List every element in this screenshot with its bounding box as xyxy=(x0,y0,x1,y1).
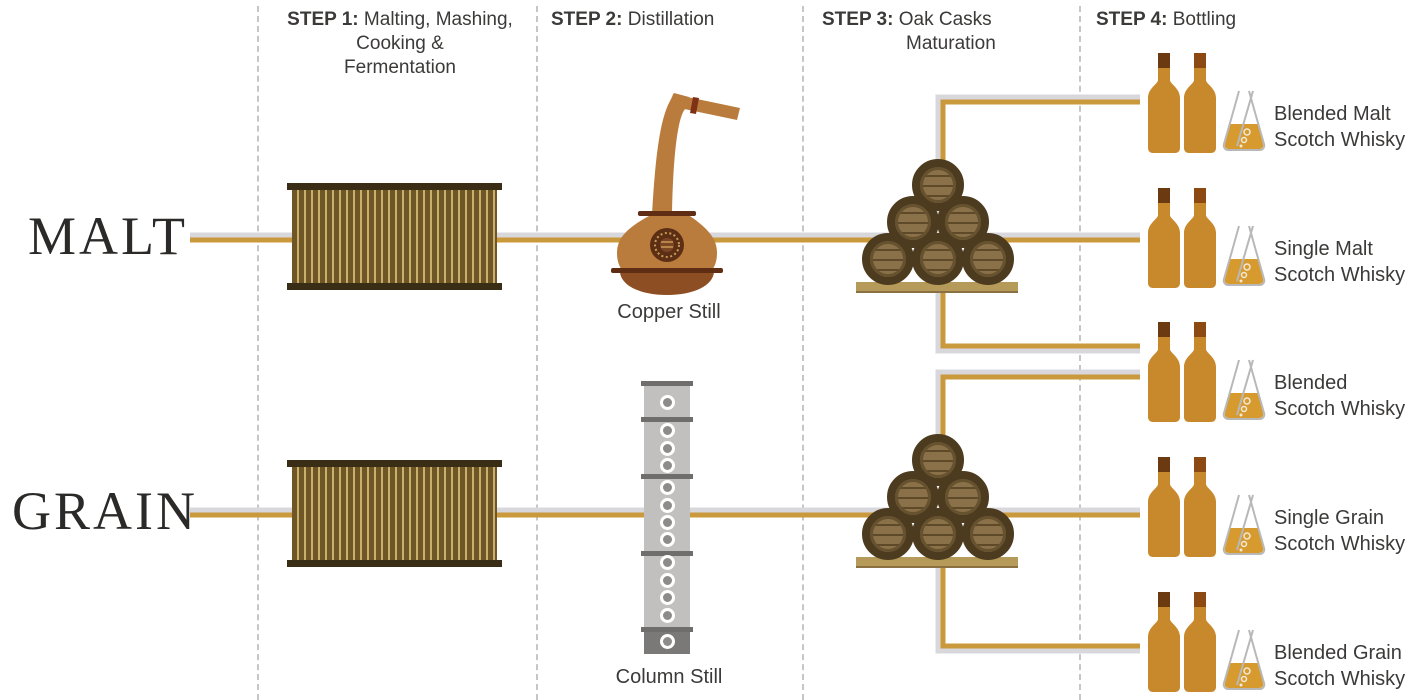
porthole-icon xyxy=(660,555,675,570)
cask-icon xyxy=(912,159,964,211)
column-still-label: Column Still xyxy=(615,666,723,688)
output-label: Single Grain Scotch Whisky xyxy=(1274,505,1405,557)
step3-title-line2: Maturation xyxy=(906,33,996,54)
warehouse-base xyxy=(287,283,502,290)
output-label: Blended Grain Scotch Whisky xyxy=(1274,640,1405,692)
output-label-line1: Single Grain xyxy=(1274,507,1385,529)
output-blended-scotch: Blended Scotch Whisky xyxy=(1148,322,1428,422)
step1-title-line3: Fermentation xyxy=(344,57,456,78)
warehouse-roof xyxy=(287,460,502,467)
step2-title: Distillation xyxy=(627,9,715,30)
cask-icon xyxy=(937,471,989,523)
whisky-bottle-icon xyxy=(1184,457,1216,557)
cask-platform xyxy=(856,557,1018,568)
whisky-bottle-icon xyxy=(1148,53,1180,153)
column-cap xyxy=(641,381,693,386)
fermentation-warehouse-icon-malt xyxy=(287,183,502,290)
porthole-icon xyxy=(660,441,675,456)
output-blended-grain: Blended Grain Scotch Whisky xyxy=(1148,592,1428,692)
porthole-icon xyxy=(660,395,675,410)
output-label-line2: Scotch Whisky xyxy=(1274,668,1406,690)
whisky-bottle-icon xyxy=(1148,322,1180,422)
output-label: Blended Malt Scotch Whisky xyxy=(1274,101,1405,153)
warehouse-slats xyxy=(292,467,497,560)
step1-number: STEP 1: xyxy=(287,9,359,30)
cask-icon xyxy=(912,434,964,486)
malt-track-label: MALT xyxy=(28,206,189,266)
whisky-bottle-icon xyxy=(1184,188,1216,288)
whisky-flask-icon xyxy=(1220,494,1268,558)
step1-title-line1: Malting, Mashing, xyxy=(363,9,513,30)
warehouse-roof xyxy=(287,183,502,190)
porthole-icon xyxy=(660,515,675,530)
step4-header: STEP 4: Bottling xyxy=(1096,8,1236,32)
whisky-bottle-icon xyxy=(1148,592,1180,692)
output-label-line2: Scotch Whisky xyxy=(1274,129,1406,151)
porthole-icon xyxy=(660,423,675,438)
output-label-line1: Blended Grain xyxy=(1274,642,1402,664)
step2-separator-line xyxy=(536,6,538,700)
step1-separator-line xyxy=(257,6,259,700)
whisky-bottle-icon xyxy=(1148,457,1180,557)
copper-still-label: Copper Still xyxy=(617,301,721,323)
step4-title: Bottling xyxy=(1172,9,1237,30)
step4-number: STEP 4: xyxy=(1096,9,1168,30)
output-label-line2: Scotch Whisky xyxy=(1274,398,1406,420)
whisky-bottle-icon xyxy=(1148,188,1180,288)
output-label-line2: Scotch Whisky xyxy=(1274,533,1406,555)
column-still-icon xyxy=(641,381,693,654)
output-label-line2: Scotch Whisky xyxy=(1274,264,1406,286)
output-label-line1: Single Malt xyxy=(1274,238,1373,260)
grain-track-label: GRAIN xyxy=(12,481,198,541)
output-single-grain: Single Grain Scotch Whisky xyxy=(1148,457,1428,557)
output-blended-malt: Blended Malt Scotch Whisky xyxy=(1148,53,1428,153)
whisky-flask-icon xyxy=(1220,359,1268,423)
column-joint xyxy=(641,417,693,422)
step3-header: STEP 3: Oak Casks Maturation xyxy=(822,8,996,56)
porthole-icon xyxy=(660,634,675,649)
warehouse-base xyxy=(287,560,502,567)
porthole-icon xyxy=(660,608,675,623)
porthole-icon xyxy=(660,532,675,547)
oak-cask-stack-icon-malt xyxy=(856,159,1018,293)
step1-title-line2: Cooking & xyxy=(356,33,444,54)
step3-title-line1: Oak Casks xyxy=(898,9,992,30)
output-label: Single Malt Scotch Whisky xyxy=(1274,236,1405,288)
porthole-icon xyxy=(660,590,675,605)
porthole-icon xyxy=(660,573,675,588)
step2-number: STEP 2: xyxy=(551,9,623,30)
step2-header: STEP 2: Distillation xyxy=(551,8,714,32)
cask-platform xyxy=(856,282,1018,293)
output-label-line1: Blended Malt xyxy=(1274,103,1391,125)
whisky-bottle-icon xyxy=(1184,592,1216,692)
whisky-bottle-icon xyxy=(1184,322,1216,422)
output-single-malt: Single Malt Scotch Whisky xyxy=(1148,188,1428,288)
step3-separator-line xyxy=(802,6,804,700)
step1-header: STEP 1: Malting, Mashing, Cooking & Ferm… xyxy=(262,8,538,80)
cask-icon xyxy=(962,508,1014,560)
column-joint xyxy=(641,551,693,556)
step3-number: STEP 3: xyxy=(822,9,894,30)
whisky-flask-icon xyxy=(1220,225,1268,289)
warehouse-slats xyxy=(292,190,497,283)
whisky-flask-icon xyxy=(1220,90,1268,154)
column-joint xyxy=(641,474,693,479)
porthole-icon xyxy=(660,498,675,513)
copper-pot-still-icon xyxy=(611,93,740,295)
whisky-flask-icon xyxy=(1220,629,1268,693)
column-joint xyxy=(641,627,693,632)
porthole-icon xyxy=(660,458,675,473)
oak-cask-stack-icon-grain xyxy=(856,434,1018,568)
whisky-bottle-icon xyxy=(1184,53,1216,153)
porthole-icon xyxy=(660,480,675,495)
fermentation-warehouse-icon-grain xyxy=(287,460,502,567)
output-label-line1: Blended xyxy=(1274,372,1348,394)
output-label: Blended Scotch Whisky xyxy=(1274,370,1405,422)
